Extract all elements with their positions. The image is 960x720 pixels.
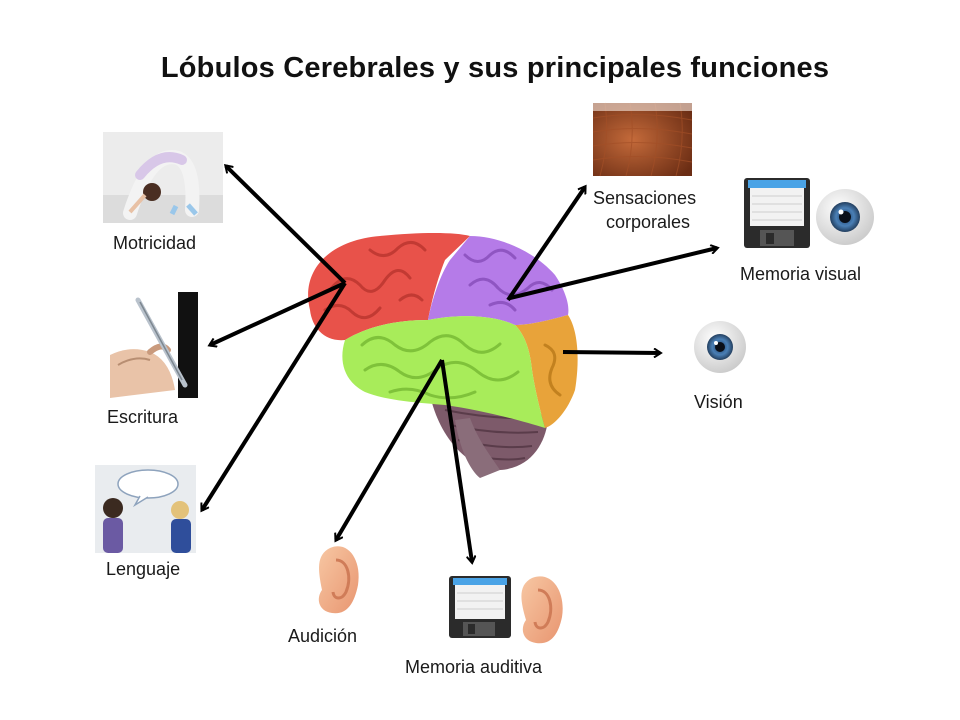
skin-photo	[592, 102, 693, 177]
arrow-lenguaje	[200, 281, 347, 510]
label-escritura: Escritura	[107, 407, 179, 427]
brain-illustration	[308, 233, 578, 478]
lenguaje-photo	[95, 465, 196, 553]
arrow-escritura	[210, 281, 346, 345]
frontal-lobe	[308, 233, 470, 341]
ear-icon	[521, 576, 563, 644]
floppy-disk-icon	[449, 576, 511, 638]
arrow-audicion	[336, 358, 444, 540]
label-lenguaje: Lenguaje	[106, 559, 181, 579]
arrow-sensaciones	[506, 187, 587, 302]
arrow-memoria-auditiva	[440, 359, 472, 562]
eye-icon	[694, 321, 746, 373]
label-sensaciones-line1: Sensaciones	[593, 188, 697, 208]
arrow-motricidad	[226, 166, 347, 285]
label-memoria-auditiva: Memoria auditiva	[405, 657, 543, 677]
label-sensaciones-line2: corporales	[606, 212, 691, 232]
page-title: Lóbulos Cerebrales y sus principales fun…	[160, 52, 830, 84]
floppy-disk-icon	[744, 178, 810, 248]
label-audicion: Audición	[288, 626, 358, 646]
label-vision: Visión	[694, 392, 743, 412]
arrows	[200, 166, 717, 562]
label-memoria-visual: Memoria visual	[740, 264, 862, 284]
label-motricidad: Motricidad	[113, 233, 197, 253]
eye-icon	[816, 189, 874, 245]
ear-icon	[318, 546, 359, 614]
motricidad-photo	[103, 132, 223, 223]
parietal-lobe	[428, 236, 569, 325]
arrow-memoria-visual	[509, 248, 717, 300]
escritura-photo	[110, 292, 198, 398]
occipital-lobe	[515, 315, 578, 428]
arrow-vision	[562, 352, 660, 353]
brainstem	[455, 418, 500, 478]
